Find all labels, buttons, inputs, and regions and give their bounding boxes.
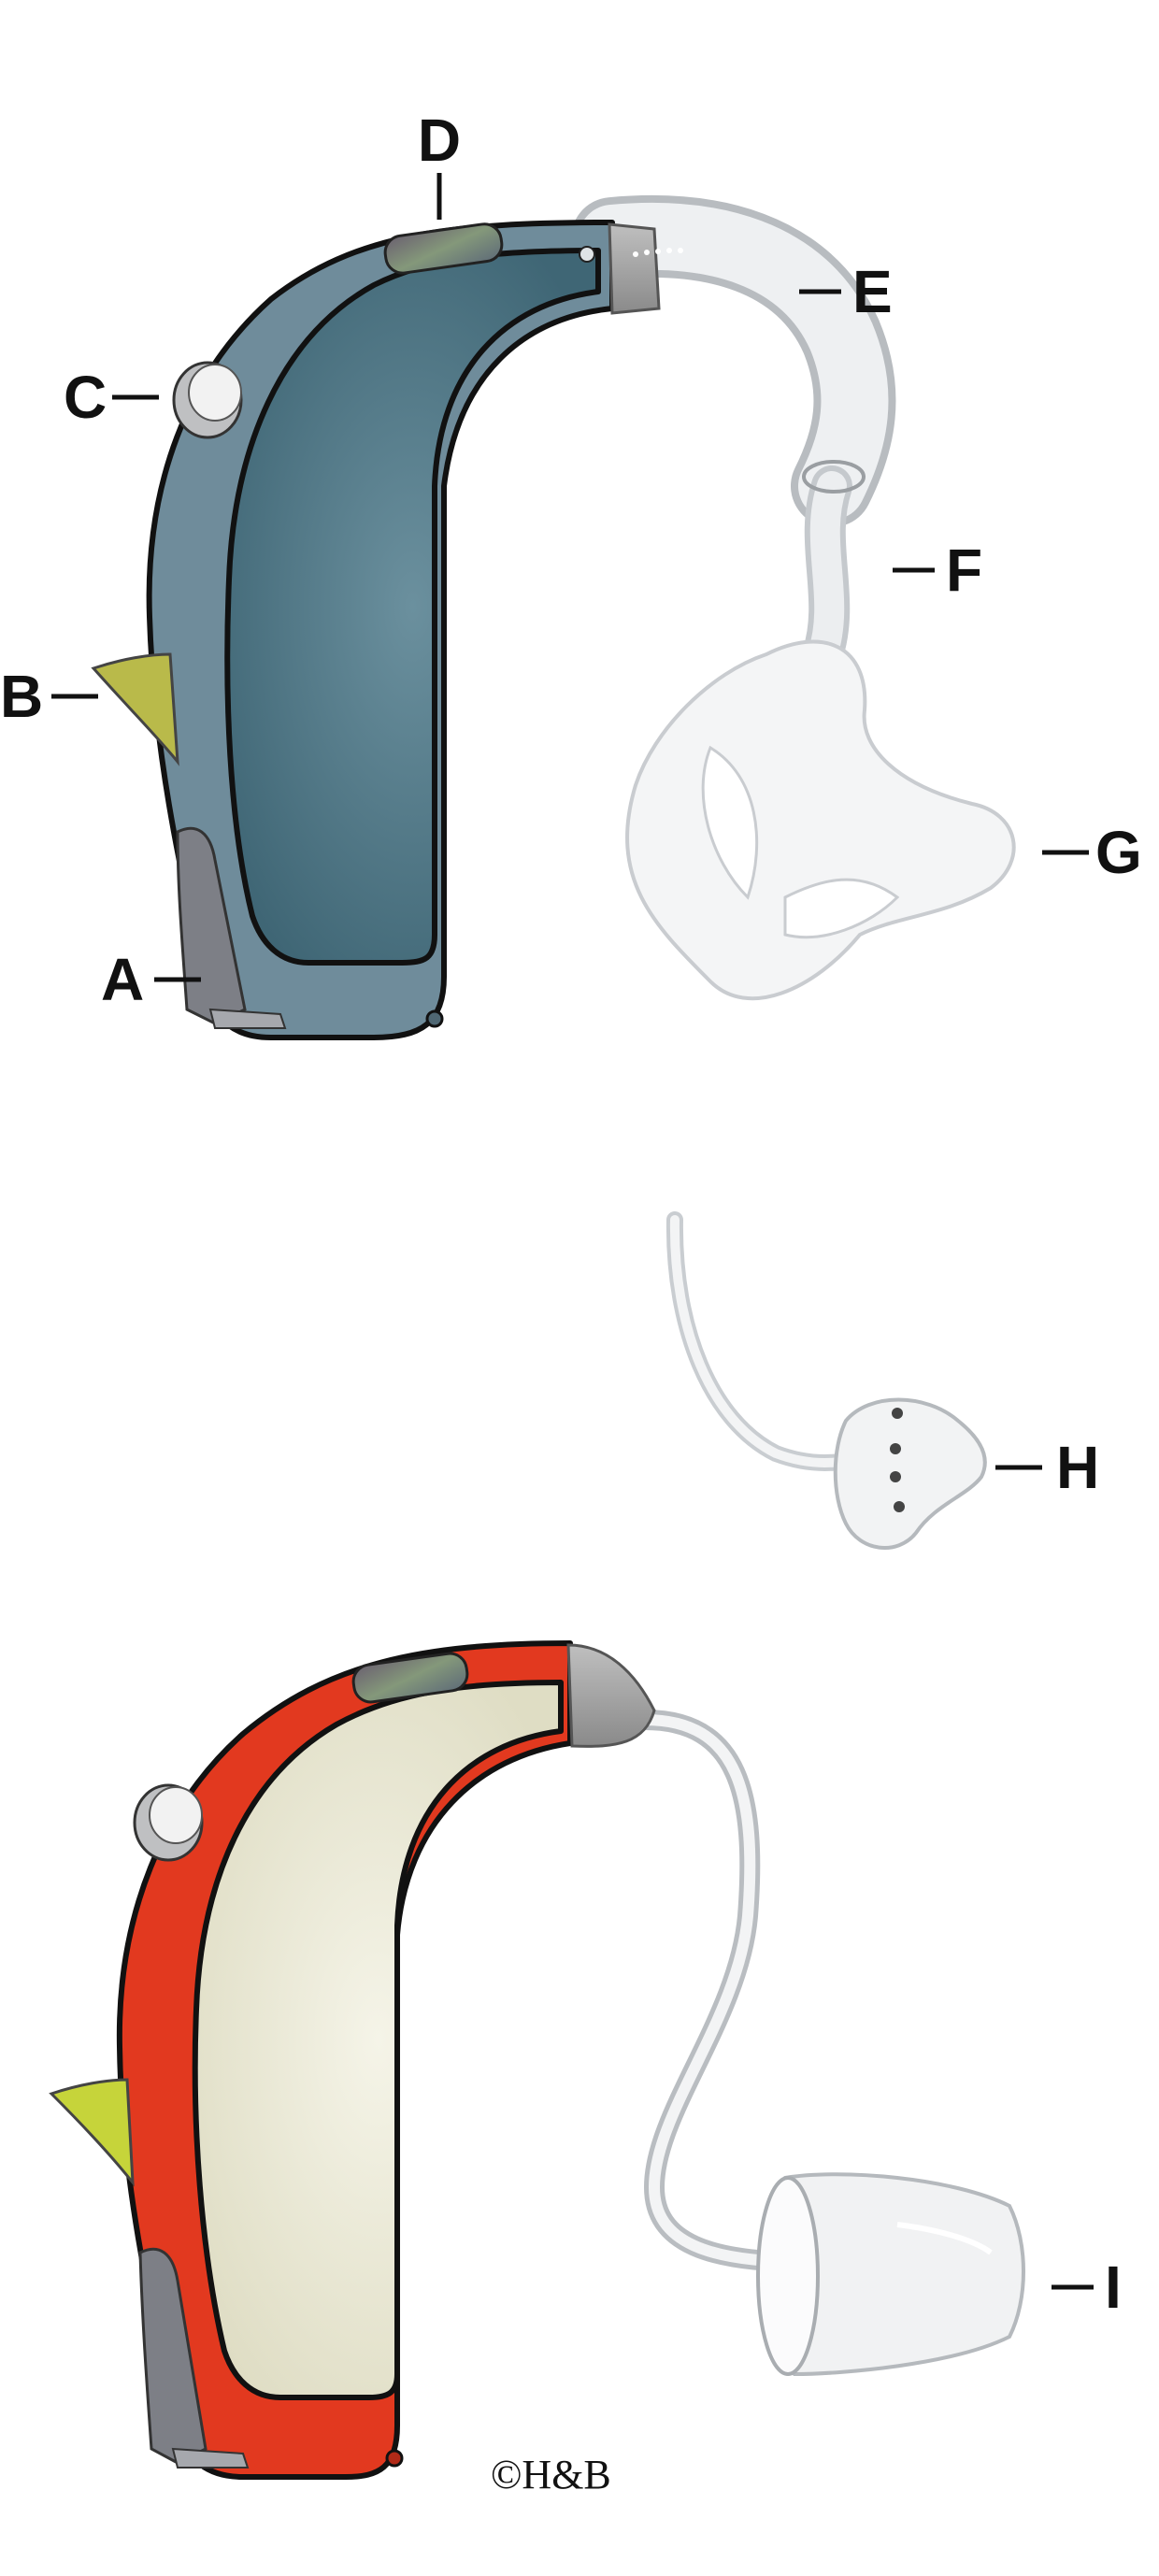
hook-connector: [608, 222, 661, 315]
label-I: I: [1105, 2254, 1122, 2321]
program-switch: [91, 652, 179, 766]
label-A: A: [101, 946, 144, 1013]
label-C: C: [64, 364, 107, 431]
label-F: F: [946, 537, 982, 604]
copyright-notice: ©H&B: [491, 2452, 611, 2497]
label-D: D: [418, 107, 461, 174]
label-H: H: [1056, 1434, 1099, 1501]
earmold: [625, 639, 1016, 1001]
volume-control: [172, 361, 243, 439]
label-B: B: [0, 663, 43, 730]
bte-hearing-aid-red: [49, 1640, 1025, 2480]
program-switch: [49, 2078, 135, 2187]
dome: [833, 1397, 987, 1550]
microphone: [383, 222, 504, 275]
face-plate: [224, 248, 601, 966]
bte-hearing-aid-blue: [91, 195, 1016, 1040]
volume-control: [133, 1783, 204, 1862]
thin-tube-with-dome: [665, 1211, 987, 1550]
hook-connector: [566, 1643, 656, 1748]
microphone: [351, 1652, 469, 1704]
battery-door: [138, 2247, 207, 2465]
label-E: E: [852, 258, 893, 325]
battery-door: [176, 826, 247, 1025]
face-plate: [192, 1680, 564, 2400]
label-G: G: [1095, 819, 1142, 886]
